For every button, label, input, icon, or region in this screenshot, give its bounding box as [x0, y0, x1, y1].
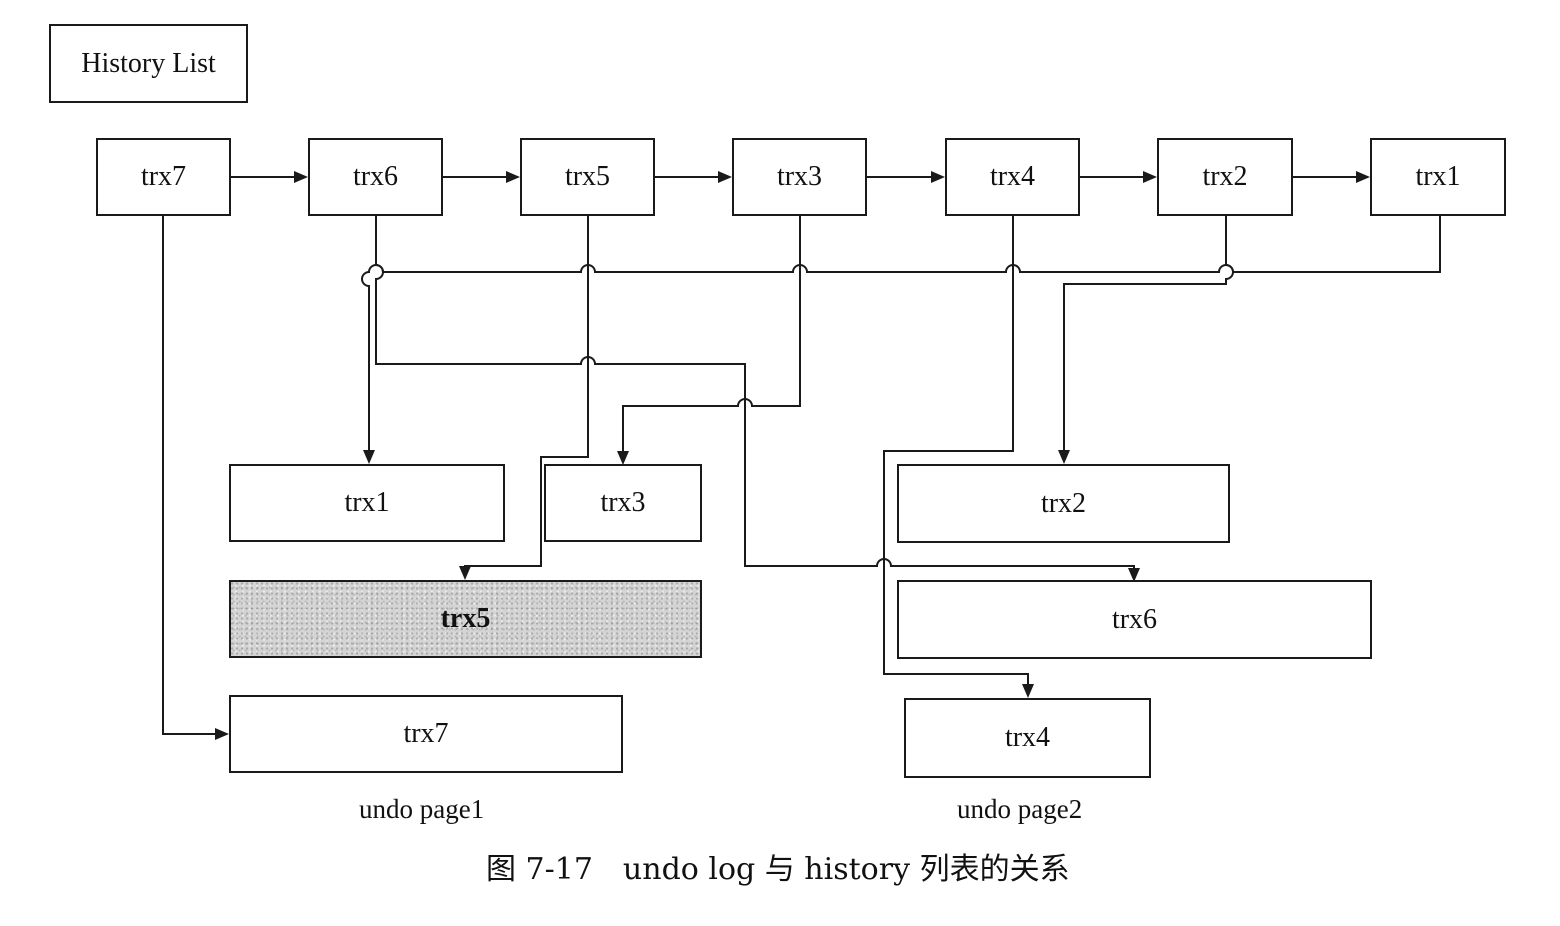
history-node-trx7: trx7 [96, 138, 231, 216]
history-node-label: trx3 [776, 161, 823, 192]
history-node-trx1: trx1 [1370, 138, 1506, 216]
undo-page1-entry-trx7: trx7 [229, 695, 623, 773]
link-trx2 [1063, 216, 1234, 454]
chain-arrowhead [1143, 171, 1157, 183]
undo-page2-entry-trx2: trx2 [897, 464, 1230, 543]
undo-page2-entry-trx4: trx4 [904, 698, 1151, 778]
arrowhead-trx5 [459, 566, 471, 580]
history-list-title: History List [49, 24, 248, 103]
undo-entry-label: trx6 [1111, 603, 1158, 635]
history-node-label: trx7 [140, 161, 187, 192]
undo-page2-label: undo page2 [957, 794, 1083, 824]
undo-entry-label: trx3 [600, 487, 646, 518]
undo-entry-label: trx4 [1004, 722, 1051, 753]
history-node-trx3: trx3 [732, 138, 867, 216]
chain-arrowhead [718, 171, 732, 183]
chain-arrowhead [931, 171, 945, 183]
chain-arrowhead [506, 171, 520, 183]
undo-page1-label: undo page1 [359, 794, 485, 824]
history-node-trx4: trx4 [945, 138, 1080, 216]
undo-page2-entry-trx6: trx6 [897, 580, 1372, 659]
arrowhead-trx1 [363, 450, 375, 464]
history-list-title-text: History List [81, 47, 216, 79]
arrowhead-trx7 [215, 728, 229, 740]
history-node-trx2: trx2 [1157, 138, 1293, 216]
arrowhead-trx3 [617, 451, 629, 465]
link-trx4 [883, 216, 1029, 688]
undo-entry-label: trx7 [403, 718, 449, 749]
undo-entry-label: trx1 [344, 487, 390, 518]
history-node-label: trx1 [1415, 161, 1461, 192]
link-trx3 [622, 216, 801, 455]
undo-page1-entry-trx3: trx3 [544, 464, 702, 542]
link-trx1 [361, 216, 1441, 454]
history-node-label: trx2 [1202, 161, 1248, 192]
chain-arrowhead [1356, 171, 1370, 183]
figure-caption: 图 7-17 undo log 与 history 列表的关系 [486, 852, 1070, 887]
history-node-label: trx6 [352, 161, 399, 192]
undo-page1-entry-trx5: trx5 [229, 580, 702, 658]
history-node-label: trx5 [564, 161, 611, 192]
history-node-label: trx4 [989, 161, 1036, 192]
history-node-trx5: trx5 [520, 138, 655, 216]
arrowhead-trx4 [1022, 684, 1034, 698]
link-trx6 [375, 216, 1135, 572]
history-node-trx6: trx6 [308, 138, 443, 216]
undo-page1-entry-trx1: trx1 [229, 464, 505, 542]
arrowhead-trx6 [1128, 568, 1140, 582]
undo-entry-label: trx5 [440, 603, 491, 634]
undo-entry-label: trx2 [1040, 487, 1087, 519]
link-trx7 [162, 216, 218, 735]
arrowhead-trx2 [1058, 450, 1070, 464]
chain-arrowhead [294, 171, 308, 183]
